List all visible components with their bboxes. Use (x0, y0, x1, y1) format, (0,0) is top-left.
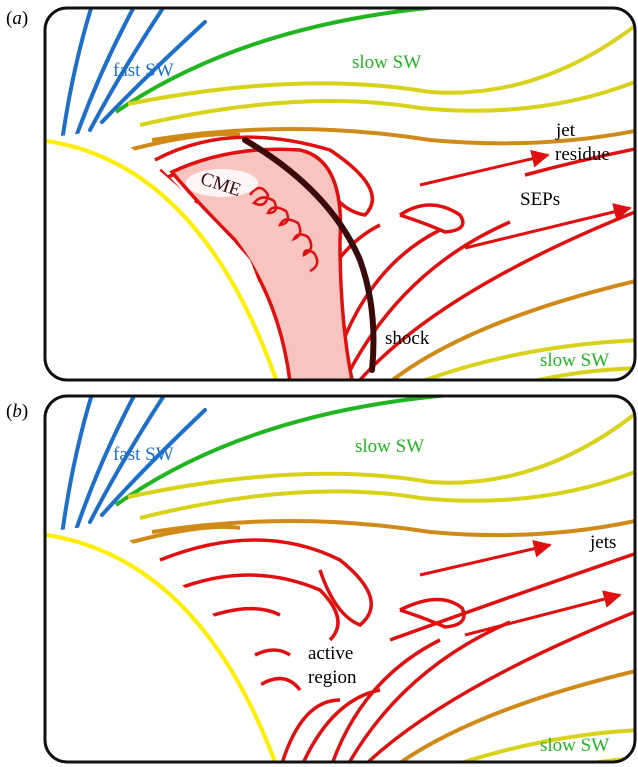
fast-sw-label-b: fast SW (113, 444, 174, 465)
panel-b-label: (b) (6, 401, 29, 422)
jet-residue-arrow (419, 149, 550, 187)
jet-residue-label-line2: residue (555, 144, 610, 165)
sun-disk-b (45, 526, 280, 762)
fast-sw-field-lines (60, 8, 207, 144)
panel-a-label: (a) (6, 8, 29, 29)
shock-label: shock (385, 328, 430, 349)
fast-sw-field-lines-b (60, 396, 207, 537)
panel-a-frame (43, 6, 637, 382)
jets-arrow-2 (464, 590, 622, 637)
cme-label-bg (186, 169, 258, 197)
cme-helix (248, 186, 319, 273)
red-field-lines-b (159, 538, 635, 762)
green-field-line-b (114, 396, 463, 507)
shock-front (242, 137, 377, 373)
sun-limb-b (45, 532, 280, 762)
green-field-line (114, 8, 463, 114)
jets-label: jets (589, 532, 616, 553)
slow-sw-top-label-b: slow SW (355, 436, 424, 457)
sun-limb-a (45, 138, 280, 380)
seps-arrow (464, 203, 632, 250)
cme-flux-rope (169, 147, 355, 380)
slow-sw-top-label-a: slow SW (352, 52, 421, 73)
active-region-label-line2: region (308, 667, 357, 688)
panel-a (45, 8, 635, 380)
panel-b-frame (43, 394, 637, 764)
jet-residue-label-line1: jet (555, 120, 576, 141)
seps-label: SEPs (520, 189, 560, 210)
slow-sw-bottom-label-a: slow SW (540, 350, 609, 371)
jets-arrow (419, 539, 552, 577)
panel-b (45, 396, 635, 762)
slow-sw-bottom-label-b: slow SW (540, 735, 609, 756)
fast-sw-label-a: fast SW (113, 60, 174, 81)
active-region-label-line1: active (308, 643, 353, 664)
